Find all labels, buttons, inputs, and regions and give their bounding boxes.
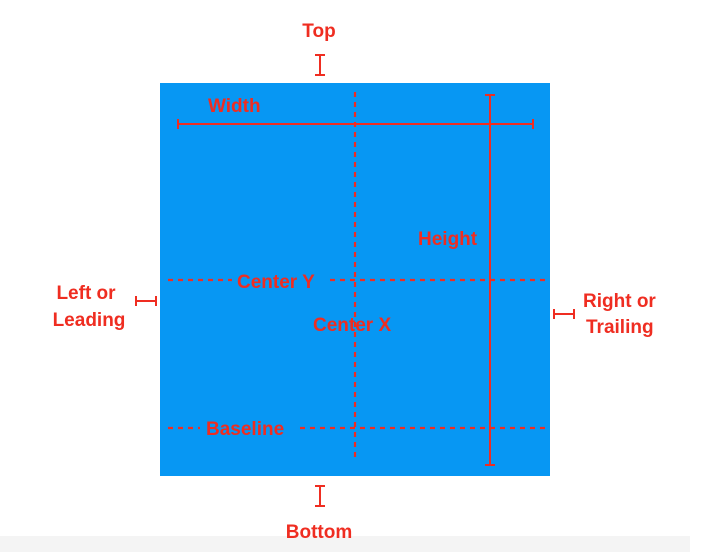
width-dimension	[177, 119, 534, 129]
bottom-label: Bottom	[286, 522, 352, 543]
height-dimension	[485, 94, 495, 466]
bottom-marker	[315, 485, 325, 507]
right-label-line2: Trailing	[586, 317, 654, 338]
height-label: Height	[418, 229, 478, 250]
bottom-strip	[0, 536, 690, 552]
center-y-label: Center Y	[237, 272, 315, 293]
center-x-label: Center X	[313, 315, 391, 336]
top-marker	[315, 54, 325, 76]
top-label: Top	[302, 21, 335, 42]
right-marker	[553, 309, 575, 319]
right-label-line1: Right or	[583, 291, 656, 312]
left-marker	[135, 296, 157, 306]
left-label-line2: Leading	[53, 310, 126, 331]
width-label: Width	[208, 96, 261, 117]
baseline-label: Baseline	[206, 419, 284, 440]
left-label-line1: Left or	[56, 283, 116, 304]
